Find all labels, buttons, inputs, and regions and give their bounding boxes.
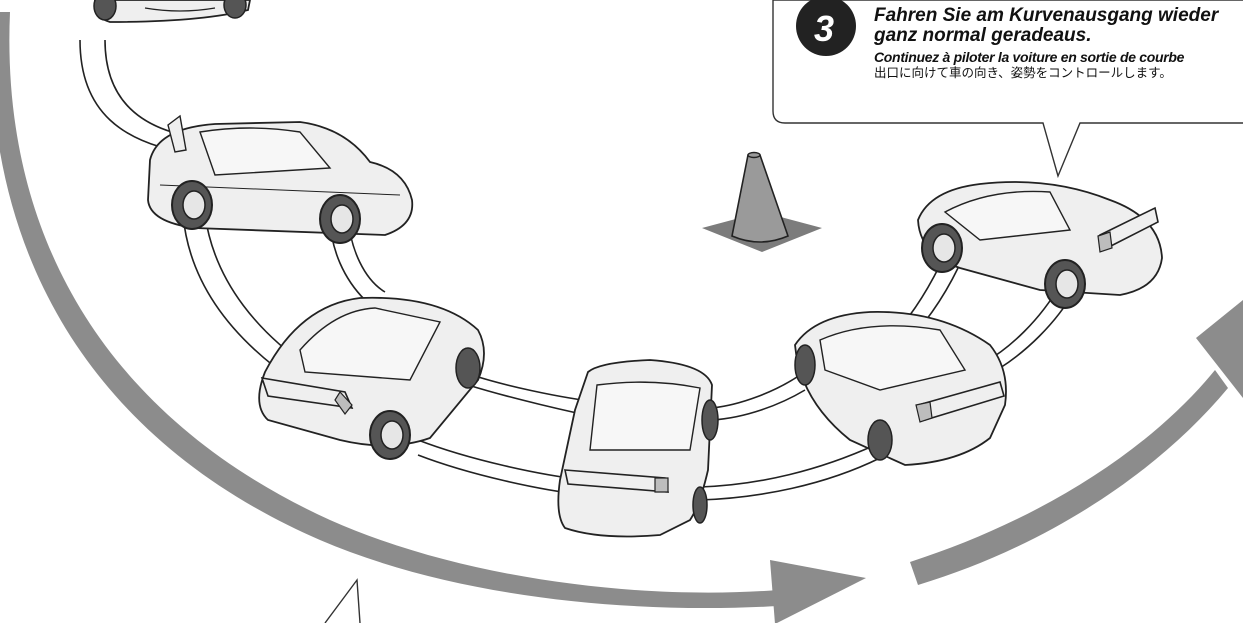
step-number: 3 [814, 8, 834, 49]
car-icon [918, 182, 1162, 308]
instruction-french: Continuez à piloter la voiture en sortie… [874, 49, 1243, 65]
car-icon [94, 0, 250, 22]
car-icon [558, 360, 718, 536]
instruction-german-line-2: ganz normal geradeaus. [874, 26, 1243, 46]
car-icon [259, 298, 484, 459]
car-icon [795, 312, 1006, 465]
instruction-japanese: 出口に向けて車の向き、姿勢をコントロールします。 [874, 65, 1243, 81]
callout-text-block: Fahren Sie am Kurvenausgang wieder ganz … [874, 6, 1243, 81]
car-icon [148, 116, 412, 243]
traffic-cone-icon [702, 153, 822, 253]
instruction-german-line-1: Fahren Sie am Kurvenausgang wieder [874, 6, 1243, 26]
bottom-callout-pointer [325, 580, 360, 623]
